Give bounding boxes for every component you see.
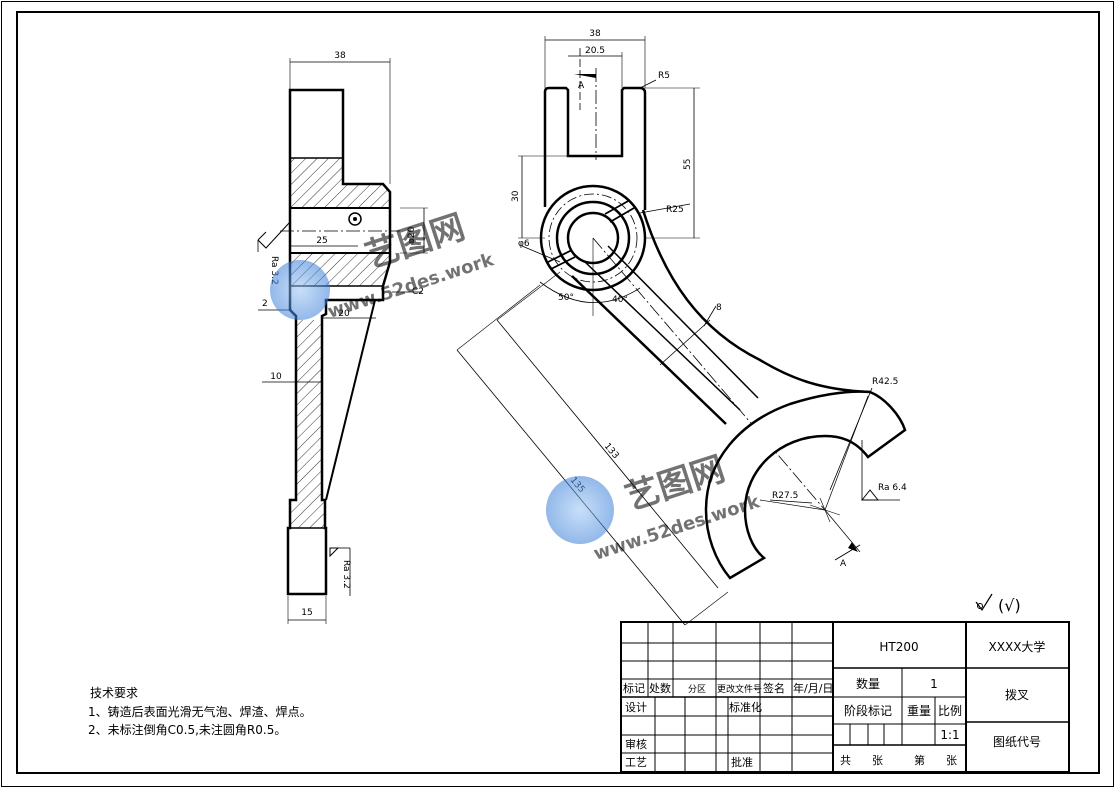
quantity-value: 1 (930, 677, 938, 691)
side-roughness-1: Ra 3.2 (269, 256, 279, 285)
side-dim-20: 20 (338, 309, 350, 319)
front-dim-r27-5: R27.5 (772, 491, 798, 501)
title-block-text: HT200 XXXX大学 拨叉 图纸代号 数量 1 阶段标记 重量 比例 1:1… (623, 639, 1045, 769)
rev-header-doc: 更改文件号 (717, 683, 762, 695)
side-roughness-2: Ra 3.2 (341, 560, 351, 589)
technical-requirements: 技术要求 1、铸造后表面光滑无气泡、焊渣、焊点。 2、未标注倒角C0.5,未注圆… (88, 686, 312, 737)
part-name: 拨叉 (1005, 688, 1029, 702)
rev-header-mark: 标记 (623, 681, 645, 695)
material: HT200 (879, 640, 918, 654)
front-view: 38 20.5 R5 55 30 R25 φ6 50° 40° 8 133 13… (456, 29, 907, 626)
tech-req-item-2: 2、未标注倒角C0.5,未注圆角R0.5。 (88, 722, 286, 737)
front-roughness: Ra 6.4 (878, 483, 907, 493)
stage-mark: 阶段标记 (844, 703, 892, 718)
front-dim-8: 8 (716, 303, 722, 313)
design-label: 设计 (625, 701, 647, 714)
standardization-label: 标准化 (729, 700, 762, 714)
side-dim-2: 2 (262, 299, 268, 309)
side-dim-10: 10 (270, 372, 282, 382)
rev-header-date: 年/月/日 (793, 681, 833, 695)
sheet-no-label: 第 (914, 753, 925, 767)
front-dim-38: 38 (589, 29, 601, 39)
tech-req-heading: 技术要求 (90, 686, 138, 700)
front-dim-55: 55 (683, 159, 693, 170)
drawing-number: 图纸代号 (993, 735, 1041, 749)
rev-header-count: 处数 (649, 682, 671, 695)
weight-label: 重量 (907, 704, 931, 718)
side-view: 38 25 φ20 C2 2 20 10 15 Ra 3.2 Ra 3.2 (257, 51, 428, 624)
front-dim-30: 30 (511, 190, 521, 202)
section-label-top: A (578, 81, 585, 91)
general-roughness-text: (√) (998, 596, 1021, 615)
quantity-label: 数量 (856, 676, 880, 691)
front-dim-20-5: 20.5 (585, 46, 605, 56)
sheets-label: 张 (872, 754, 883, 767)
front-dim-phi6: φ6 (518, 239, 530, 249)
front-dim-angle-50: 50° (558, 293, 574, 303)
scale-value: 1:1 (940, 728, 959, 742)
total-label: 共 (840, 754, 851, 767)
side-dim-chamfer: C2 (412, 287, 424, 297)
rev-header-zone: 分区 (688, 684, 706, 695)
tech-req-item-1: 1、铸造后表面光滑无气泡、焊渣、焊点。 (88, 704, 312, 719)
approve-label: 批准 (731, 755, 753, 769)
scale-label: 比例 (938, 704, 962, 718)
general-roughness-note: (√) (975, 593, 1021, 615)
school-name: XXXX大学 (989, 639, 1046, 654)
side-dim-25: 25 (316, 236, 327, 246)
section-label-bottom: A (840, 559, 847, 569)
sheet-unit-label: 张 (946, 754, 957, 767)
side-dim-15: 15 (301, 608, 312, 618)
title-block (620, 621, 1070, 773)
front-dim-r42-5: R42.5 (872, 377, 898, 387)
review-label: 审核 (625, 737, 647, 751)
front-dim-133: 133 (602, 442, 621, 462)
front-dim-r5: R5 (658, 71, 670, 81)
rev-header-sign: 签名 (763, 681, 785, 695)
inner-border (16, 11, 1100, 774)
front-dim-r25: R25 (666, 205, 684, 215)
side-dim-bore: φ20 (407, 226, 417, 244)
front-dim-angle-40: 40° (612, 295, 628, 305)
process-label: 工艺 (625, 756, 647, 769)
side-dim-38: 38 (334, 51, 346, 61)
